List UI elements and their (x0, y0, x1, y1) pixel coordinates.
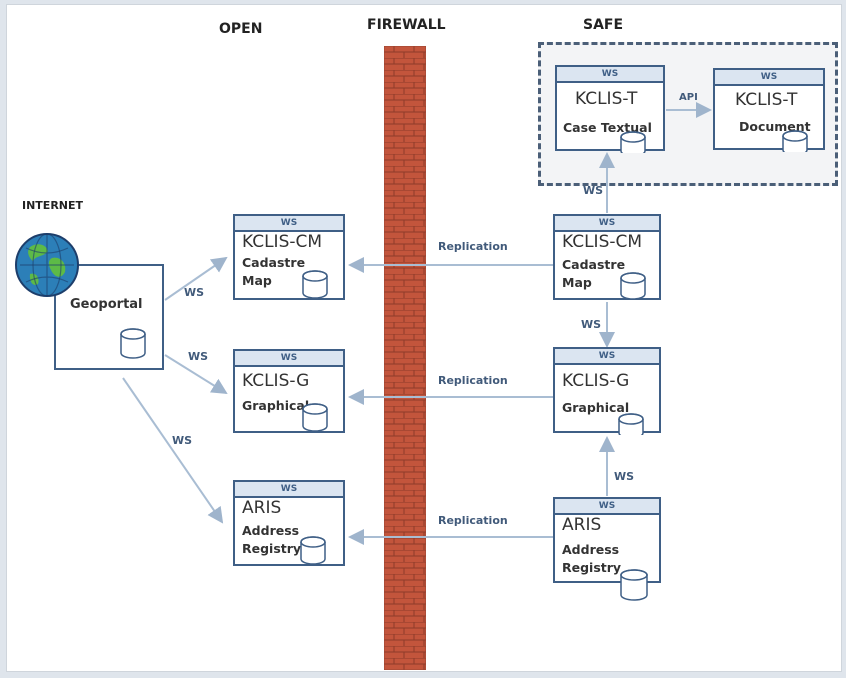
ws-header: WS (715, 70, 823, 86)
ws-header: WS (555, 499, 659, 515)
ws-header: WS (555, 216, 659, 232)
arrow-geoportal-to-cm (164, 256, 228, 301)
ws-label-t: WS (583, 184, 604, 197)
box-sub-line-2: Registry (242, 541, 302, 556)
box-title: ARIS (242, 498, 282, 518)
safe-kclis-t-case-box[interactable]: WS KCLIS-T Case Textual (555, 65, 665, 153)
box-title: KCLIS-G (562, 371, 630, 391)
database-icon (782, 130, 808, 152)
api-label: API (679, 92, 698, 103)
box-sub-line-1: Case Textual (563, 120, 652, 135)
ws-header: WS (557, 67, 663, 83)
arrow-geoportal-to-aris (122, 377, 224, 524)
replication-label-aris: Replication (438, 514, 508, 527)
box-sub-line-1: Address (562, 542, 620, 557)
database-icon (120, 328, 146, 359)
database-icon (302, 403, 328, 432)
database-icon (302, 270, 328, 299)
ws-header: WS (555, 349, 659, 365)
safe-aris-box[interactable]: WS ARIS Address Registry (553, 497, 661, 601)
open-kclis-g-box[interactable]: WS KCLIS-G Graphical (233, 349, 345, 433)
database-icon (620, 569, 648, 601)
replication-label-cm: Replication (438, 240, 508, 253)
safe-kclis-cm-box[interactable]: WS KCLIS-CM Cadastre Map (553, 214, 661, 300)
database-icon (620, 272, 646, 300)
box-title: KCLIS-G (242, 371, 310, 391)
box-sub-line-1: Graphical (242, 398, 310, 413)
box-title: KCLIS-T (575, 89, 638, 109)
ws-header: WS (235, 216, 343, 232)
box-sub-line-2: Map (242, 273, 272, 288)
database-icon (618, 413, 644, 435)
box-sub-line-2: Registry (562, 560, 622, 575)
open-kclis-cm-box[interactable]: WS KCLIS-CM Cadastre Map (233, 214, 345, 300)
geoportal-label: Geoportal (70, 297, 143, 312)
open-aris-box[interactable]: WS ARIS Address Registry (233, 480, 345, 566)
ws-label-aris-g: WS (614, 470, 635, 483)
box-title: KCLIS-CM (242, 232, 323, 252)
box-sub-line-1: Cadastre (242, 255, 306, 270)
ws-header: WS (235, 351, 343, 367)
arrow-geoportal-to-g (164, 354, 228, 395)
database-icon (300, 536, 326, 565)
box-title: KCLIS-CM (562, 232, 643, 252)
ws-label-cm-g: WS (581, 318, 602, 331)
ws-label-geoportal-aris: WS (172, 434, 193, 447)
firewall-wall (384, 46, 426, 670)
ws-label-geoportal-g: WS (188, 350, 209, 363)
box-title: KCLIS-T (735, 90, 798, 110)
firewall-title: FIREWALL (367, 17, 446, 33)
ws-header: WS (235, 482, 343, 498)
safe-kclis-g-box[interactable]: WS KCLIS-G Graphical (553, 347, 661, 435)
open-zone-title: OPEN (219, 21, 263, 37)
safe-kclis-t-document-box[interactable]: WS KCLIS-T Document (713, 68, 825, 152)
replication-label-g: Replication (438, 374, 508, 387)
globe-icon (15, 233, 79, 297)
box-sub-line-2: Map (562, 275, 592, 290)
box-sub-line-1: Address (242, 523, 300, 538)
box-sub-line-1: Cadastre (562, 257, 626, 272)
internet-label: INTERNET (22, 199, 84, 212)
database-icon (620, 131, 646, 153)
box-title: ARIS (562, 515, 602, 535)
safe-zone-title: SAFE (583, 17, 624, 33)
box-sub-line-1: Document (739, 119, 811, 134)
box-sub-line-1: Graphical (562, 400, 630, 415)
ws-label-geoportal-cm: WS (184, 286, 205, 299)
